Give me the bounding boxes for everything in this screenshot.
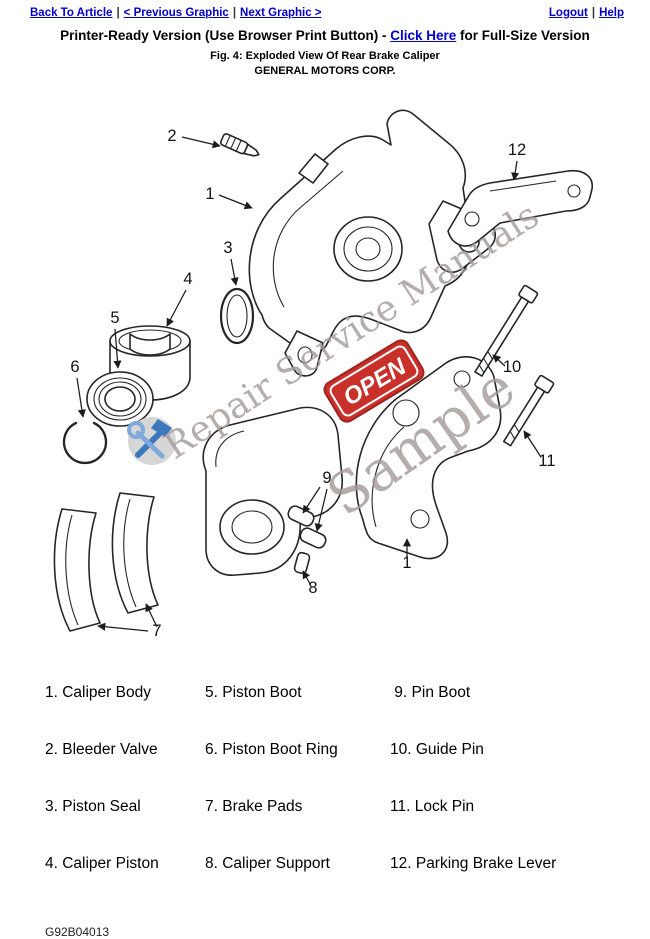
legend-column-3: 9. Pin Boot 10. Guide Pin 11. Lock Pin 1… [390, 645, 556, 911]
legend-item: 11. Lock Pin [390, 798, 475, 815]
callout-1-leader [218, 194, 253, 210]
legend-item: 4. Caliper Piston [45, 855, 159, 872]
figure-caption: Fig. 4: Exploded View Of Rear Brake Cali… [210, 50, 440, 62]
diagram-area: OPEN Repair Service Manuals Sample 2 1 1… [0, 79, 650, 639]
full-size-suffix-text: for Full-Size Version [456, 28, 590, 43]
printer-ready-text: Printer-Ready Version (Use Browser Print… [60, 28, 391, 43]
nav-left: Back To Article|< Previous Graphic|Next … [30, 7, 322, 19]
callout-8-leader [302, 570, 311, 585]
previous-graphic-link[interactable]: < Previous Graphic [123, 7, 229, 19]
brake-pads-drawing [53, 492, 159, 632]
caliper-inner-view-drawing [202, 406, 343, 576]
callout-1: 1 [205, 185, 214, 203]
parking-brake-lever-drawing [447, 169, 593, 247]
callout-7-leader-a [97, 622, 149, 632]
piston-seal-drawing [219, 287, 255, 345]
callout-10-leader [492, 354, 506, 367]
tools-watermark-icon [127, 417, 176, 465]
next-graphic-link[interactable]: Next Graphic > [240, 7, 322, 19]
legend-item: 2. Bleeder Valve [45, 741, 158, 758]
callout-11-leader [523, 430, 542, 458]
callout-5-leader [113, 328, 122, 369]
callout-10: 10 [503, 358, 521, 376]
callout-1b: 1 [402, 554, 411, 572]
nav-separator: | [116, 7, 120, 19]
callout-7-leader-b [145, 603, 158, 628]
callout-11: 11 [538, 452, 555, 470]
exploded-view-diagram: OPEN Repair Service Manuals Sample 2 1 1… [53, 109, 593, 639]
pin-boot-drawing [287, 505, 327, 575]
callout-6-leader [76, 377, 86, 418]
parts-legend: 1. Caliper Body 2. Bleeder Valve 3. Pist… [0, 645, 650, 911]
callout-2-leader [181, 136, 221, 149]
lock-pin-drawing [502, 374, 555, 447]
manufacturer-name: GENERAL MOTORS CORP. [254, 65, 396, 77]
guide-pin-drawing [474, 284, 539, 377]
piston-boot-ring-drawing [62, 421, 108, 465]
logout-link[interactable]: Logout [548, 7, 588, 19]
callout-layer: 2 1 12 3 4 5 6 7 9 8 [70, 127, 555, 639]
legend-item: 3. Piston Seal [45, 798, 141, 815]
legend-item: 8. Caliper Support [205, 855, 330, 872]
callout-8: 8 [308, 579, 317, 597]
page-title: Printer-Ready Version (Use Browser Print… [0, 28, 650, 43]
bleeder-valve-drawing [219, 133, 260, 157]
legend-item: 1. Caliper Body [45, 684, 151, 701]
help-link[interactable]: Help [599, 7, 624, 19]
callout-2: 2 [167, 127, 176, 145]
callout-3-leader [230, 258, 239, 286]
callout-7: 7 [152, 622, 161, 639]
figure-id: G92B04013 [45, 925, 110, 939]
piston-boot-drawing [86, 371, 154, 427]
legend-item: 12. Parking Brake Lever [390, 855, 557, 872]
nav-right: Logout|Help [549, 7, 624, 19]
callout-6: 6 [70, 358, 79, 376]
callout-12: 12 [508, 141, 526, 159]
callout-4: 4 [183, 270, 192, 288]
callout-4-leader [166, 289, 187, 327]
callout-12-leader [511, 160, 520, 181]
back-to-article-link[interactable]: Back To Article [30, 7, 113, 19]
caliper-support-drawing [355, 356, 502, 560]
callout-9-leader-a [302, 486, 321, 514]
nav-separator: | [591, 7, 596, 19]
legend-item: 5. Piston Boot [205, 684, 302, 701]
top-nav-bar: Back To Article|< Previous Graphic|Next … [0, 0, 650, 19]
legend-item: 9. Pin Boot [390, 684, 471, 701]
callout-5: 5 [110, 309, 119, 327]
legend-item: 10. Guide Pin [390, 741, 484, 758]
callout-3: 3 [223, 239, 232, 257]
legend-item: 7. Brake Pads [205, 798, 303, 815]
open-sign: OPEN [323, 339, 425, 423]
legend-column-2: 5. Piston Boot 6. Piston Boot Ring 7. Br… [205, 645, 390, 911]
legend-column-1: 1. Caliper Body 2. Bleeder Valve 3. Pist… [45, 645, 205, 911]
callout-9-leader-b [314, 488, 328, 532]
full-size-version-link[interactable]: Click Here [390, 28, 457, 43]
legend-item: 6. Piston Boot Ring [205, 741, 338, 758]
callout-9: 9 [322, 469, 331, 487]
nav-separator: | [232, 7, 237, 19]
